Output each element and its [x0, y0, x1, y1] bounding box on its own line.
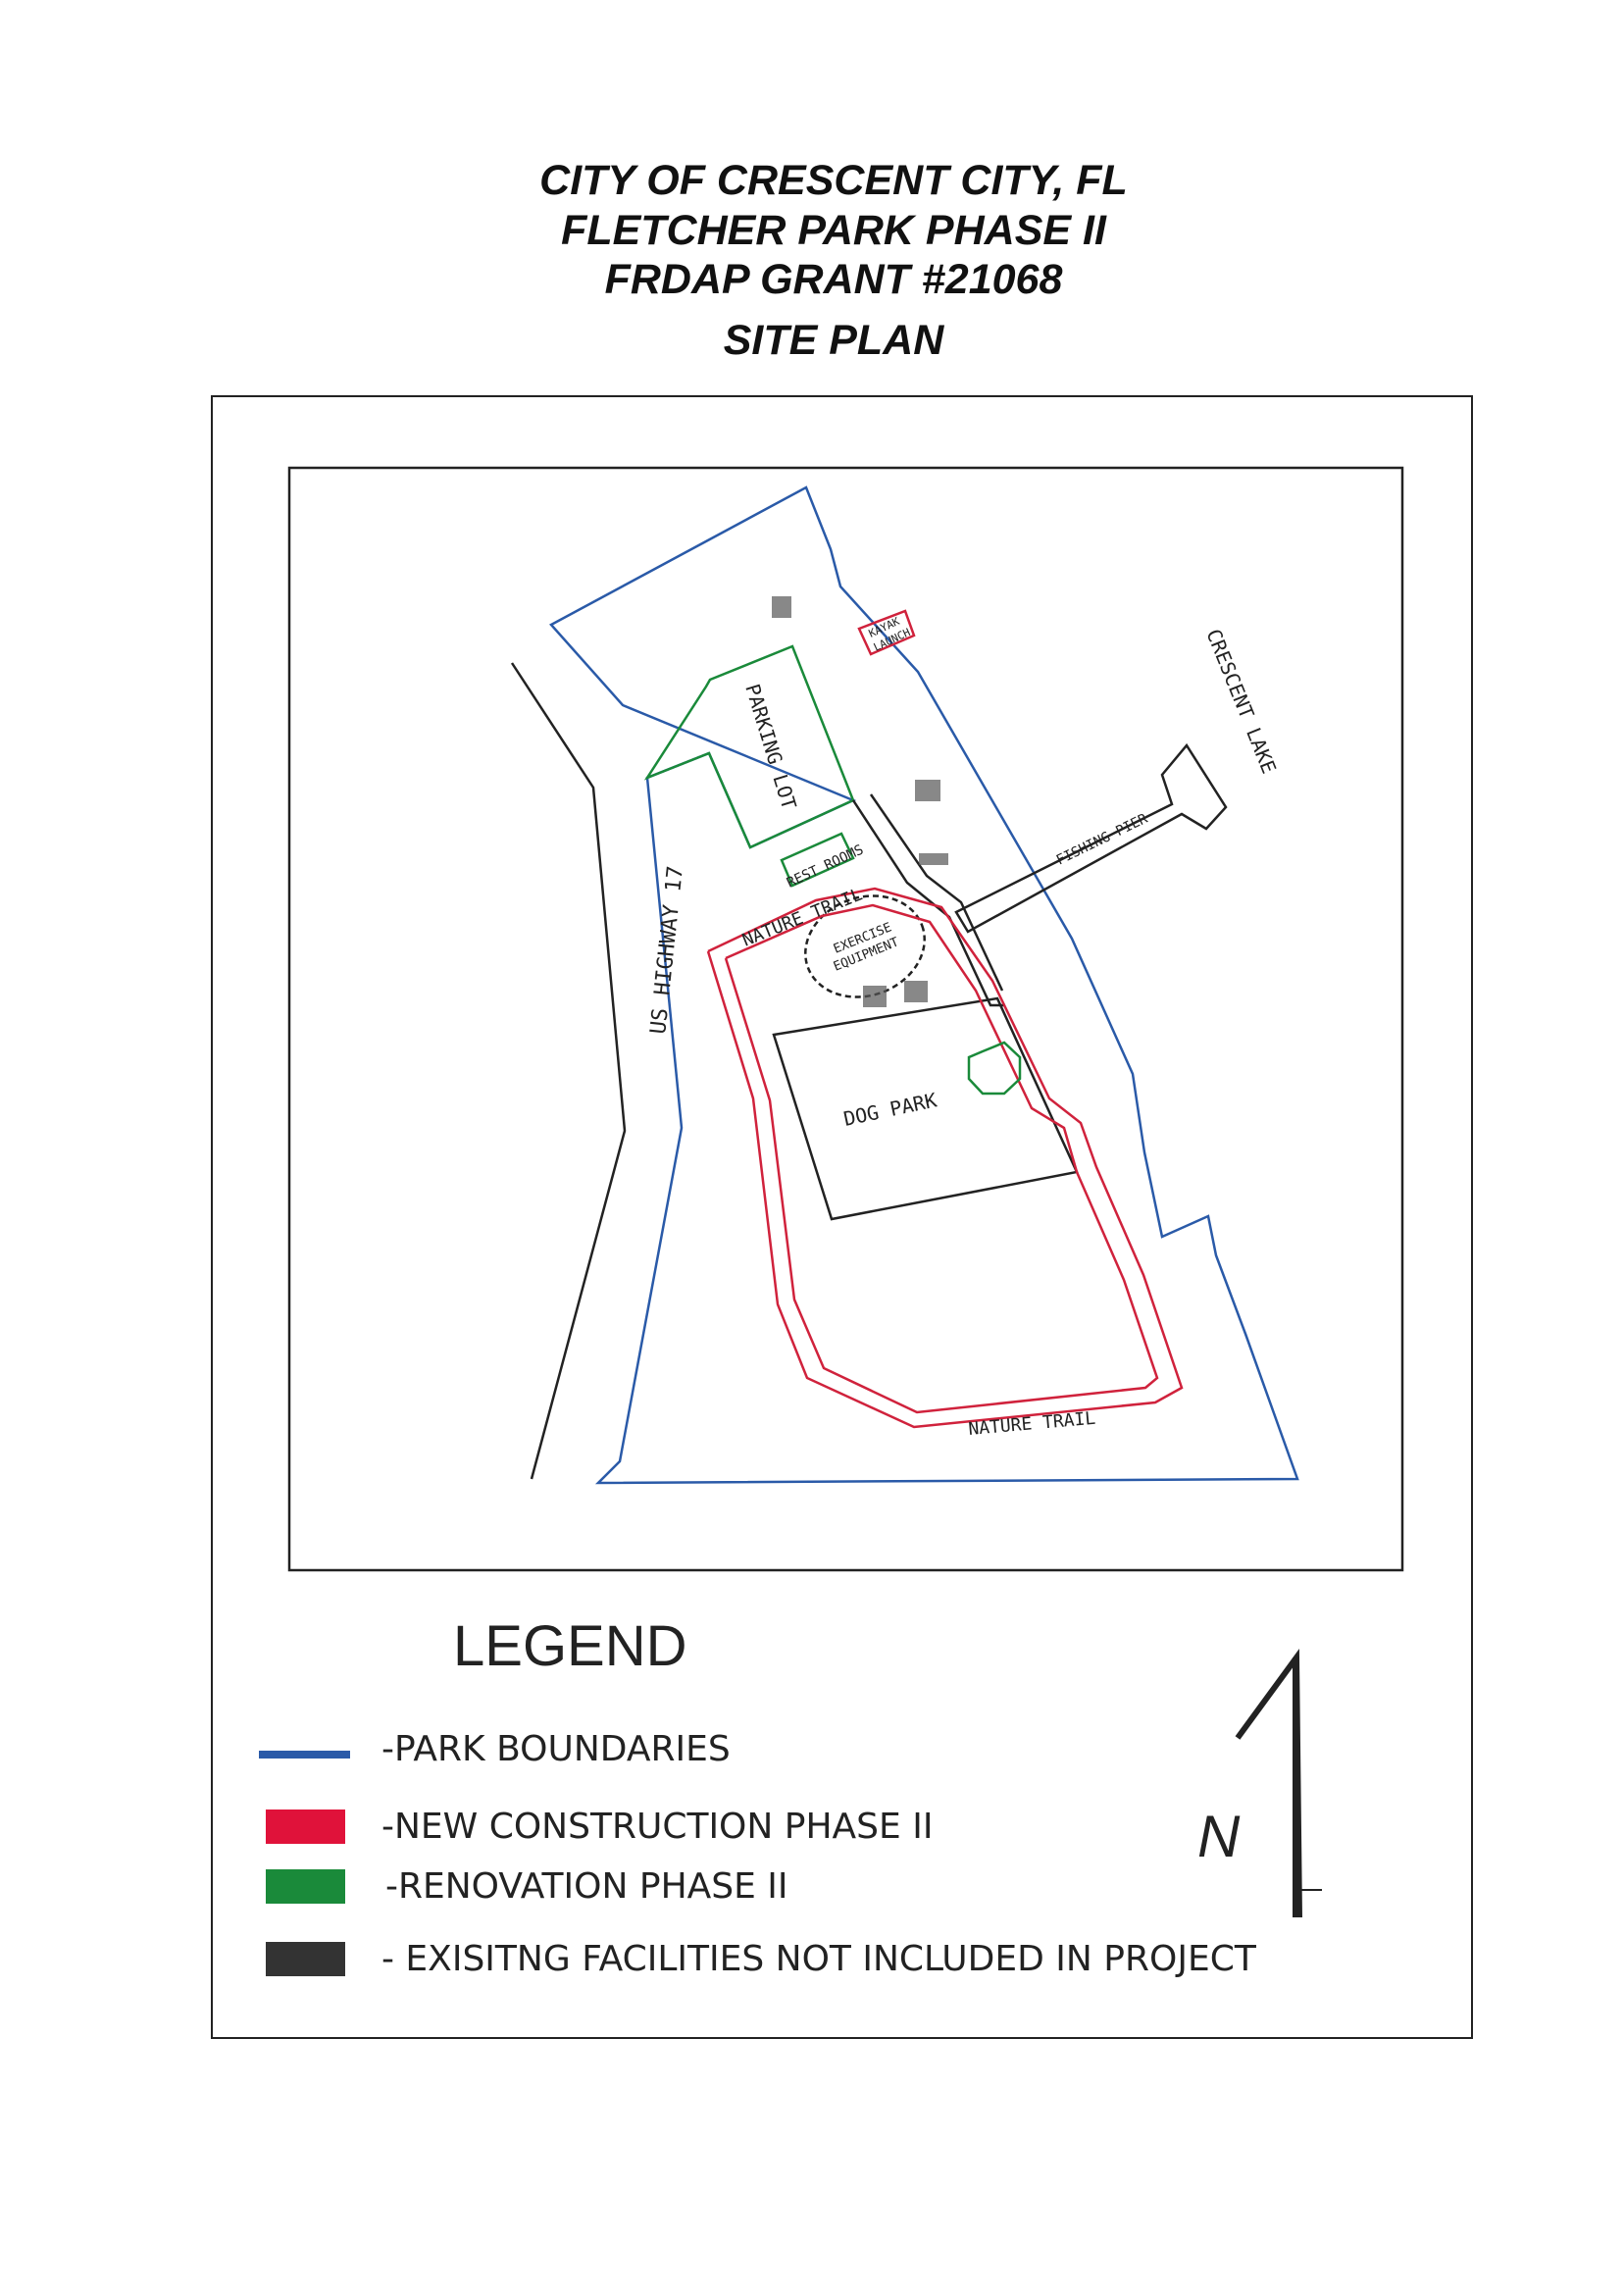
- rest-rooms-label: REST ROOMS: [785, 841, 866, 891]
- existing-feature-1: [772, 596, 791, 618]
- legend-label-existing: - EXISITNG FACILITIES NOT INCLUDED IN PR…: [381, 1939, 1256, 1979]
- legend-swatch-new-construction: [266, 1810, 345, 1844]
- legend-swatch-renovation: [266, 1869, 345, 1904]
- title-line-3: FRDAP GRANT #21068: [604, 256, 1063, 303]
- nature-trail-inner: [724, 903, 1159, 1414]
- title-line-4: SITE PLAN: [723, 317, 944, 364]
- fishing-pier: [954, 742, 1228, 934]
- existing-feature-5: [904, 981, 928, 1002]
- legend-swatch-existing: [266, 1942, 345, 1976]
- existing-sidewalk-b: [869, 793, 1004, 992]
- existing-feature-4: [863, 986, 887, 1007]
- title-line-1: CITY OF CRESCENT CITY, FL: [539, 157, 1128, 204]
- title-line-2: FLETCHER PARK PHASE II: [561, 207, 1106, 254]
- exercise-equipment-area: [804, 894, 926, 998]
- nature-trail-bottom-label: NATURE TRAIL: [968, 1408, 1097, 1440]
- nature-trail-outer: [706, 887, 1184, 1429]
- map-frame: [287, 466, 1404, 1572]
- dog-park-label: DOG PARK: [841, 1088, 939, 1131]
- north-arrow-icon: [1235, 1648, 1302, 1918]
- us-highway-label: US HIGHWAY 17: [646, 865, 688, 1036]
- outer-frame: [211, 395, 1473, 2039]
- existing-feature-2: [915, 780, 940, 801]
- highway-west-edge: [510, 662, 627, 1480]
- parking-lot-outline: [643, 644, 855, 849]
- kayak-launch-outline: [857, 609, 916, 656]
- legend-title: LEGEND: [453, 1614, 687, 1678]
- legend-label-new-construction: -NEW CONSTRUCTION PHASE II: [381, 1807, 934, 1847]
- picnic-pavilion-outline: [967, 1041, 1022, 1096]
- north-arrow-letter: N: [1197, 1804, 1241, 1869]
- parking-lot-label: PARKING LOT: [740, 681, 801, 812]
- legend-swatch-park-boundaries: [259, 1751, 350, 1759]
- legend-label-renovation: -RENOVATION PHASE II: [385, 1866, 788, 1907]
- legend-label-park-boundaries: -PARK BOUNDARIES: [381, 1729, 731, 1769]
- existing-feature-3: [919, 853, 948, 865]
- rest-rooms-outline: [780, 832, 855, 888]
- crescent-lake-label: CRESCENT LAKE: [1201, 626, 1281, 777]
